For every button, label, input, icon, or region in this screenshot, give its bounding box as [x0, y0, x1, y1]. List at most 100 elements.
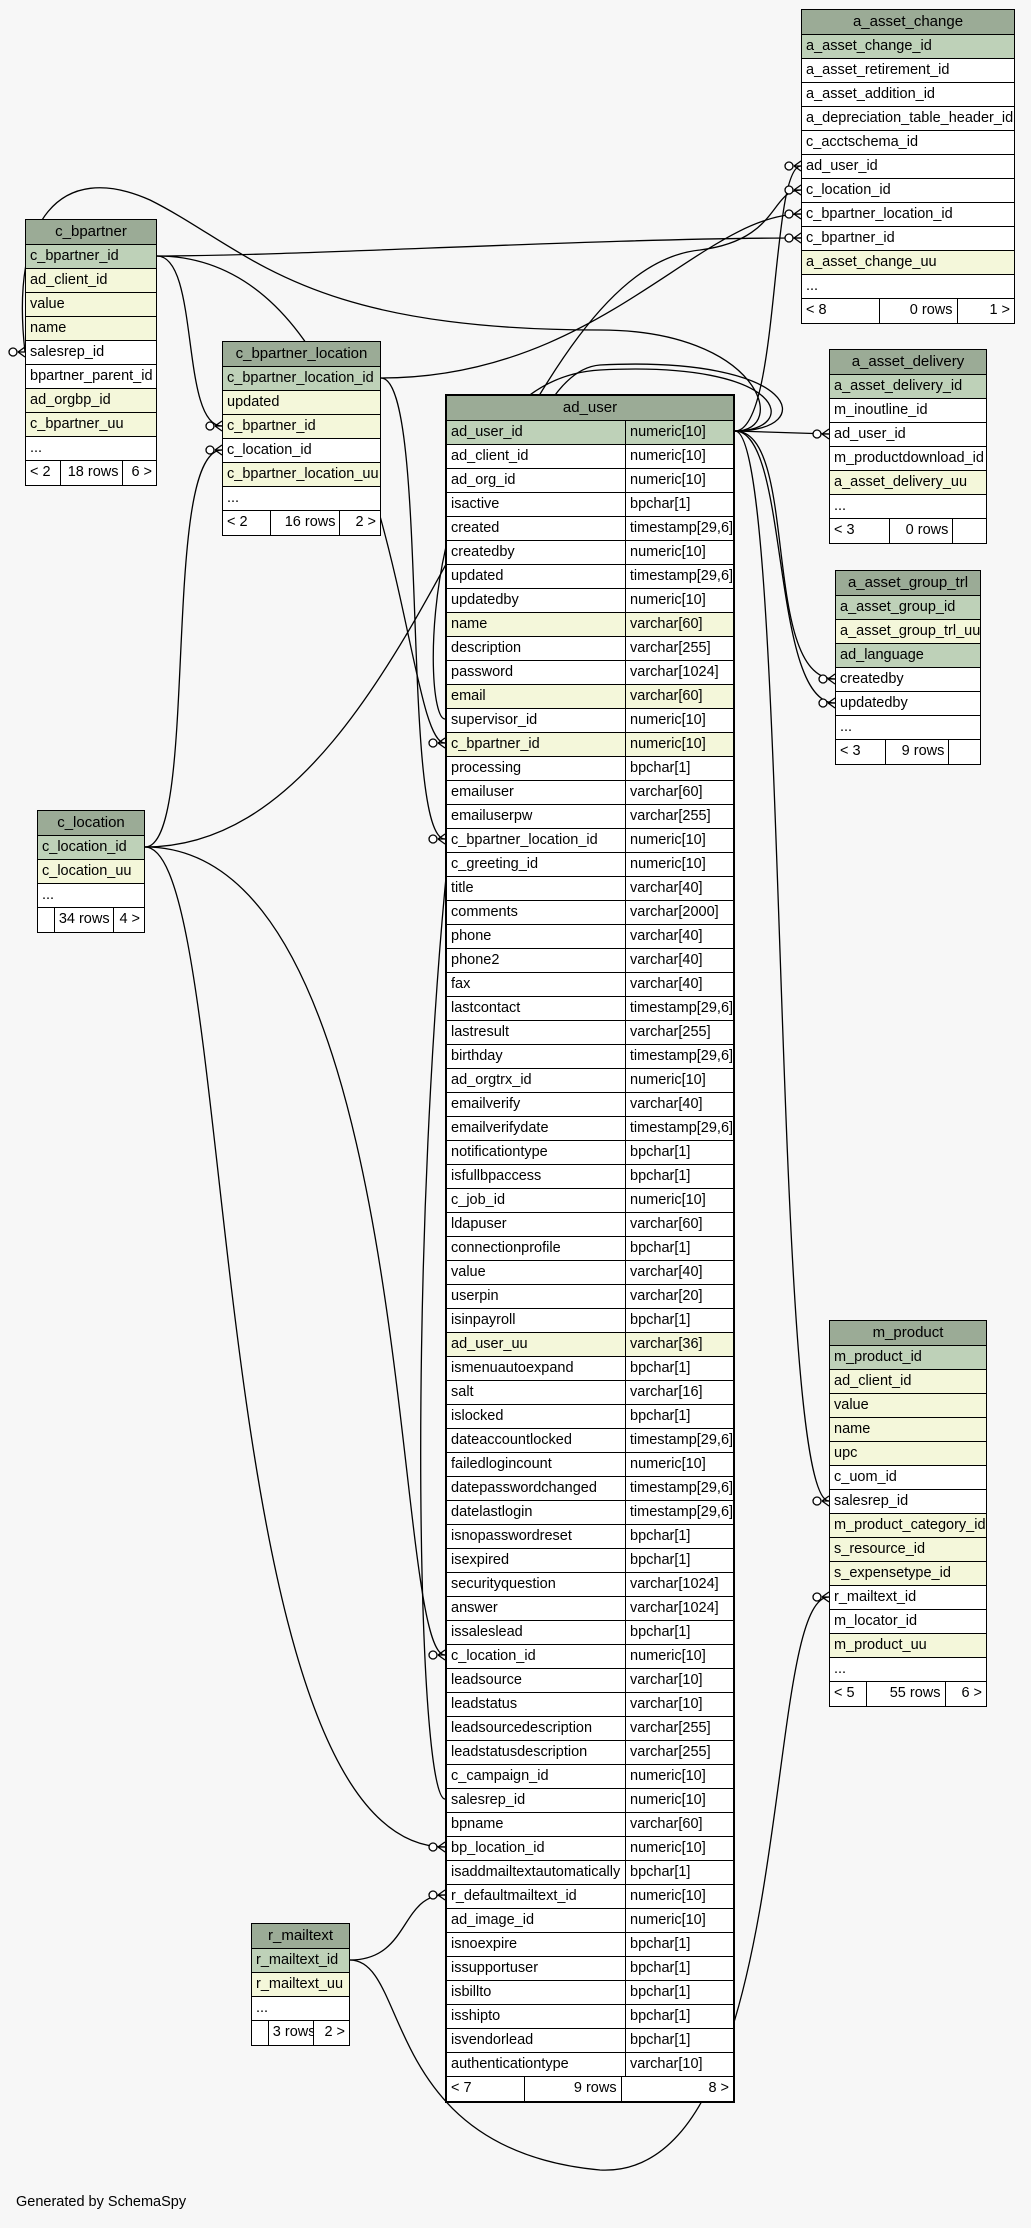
table-row[interactable]: c_bpartner_location_id [223, 367, 380, 391]
table-row[interactable]: m_inoutline_id [830, 399, 986, 423]
table-row[interactable]: ... [26, 437, 156, 461]
table-row[interactable]: ... [223, 487, 380, 511]
table-row[interactable]: a_asset_group_id [836, 596, 980, 620]
table-title[interactable]: c_location [38, 811, 144, 836]
table-row[interactable]: ad_client_id [830, 1370, 986, 1394]
table-row[interactable]: ad_user_id [830, 423, 986, 447]
table-row[interactable]: ad_orgbp_id [26, 389, 156, 413]
table-row[interactable]: r_mailtext_id [830, 1586, 986, 1610]
table-row[interactable]: s_resource_id [830, 1538, 986, 1562]
table-row[interactable]: c_bpartner_location_uu [223, 463, 380, 487]
table-row[interactable]: a_asset_retirement_id [802, 59, 1014, 83]
table-row[interactable]: ... [830, 1658, 986, 1682]
table-title[interactable]: a_asset_group_trl [836, 571, 980, 596]
table-row[interactable]: a_depreciation_table_header_id [802, 107, 1014, 131]
table-title[interactable]: a_asset_delivery [830, 350, 986, 375]
table-row[interactable]: c_bpartner_id [26, 245, 156, 269]
table-row[interactable]: a_asset_change_uu [802, 251, 1014, 275]
table-row[interactable]: ... [836, 716, 980, 740]
table-row[interactable]: bpartner_parent_id [26, 365, 156, 389]
table-row[interactable]: value [26, 293, 156, 317]
table-row[interactable]: a_asset_group_trl_uu [836, 620, 980, 644]
table-title[interactable]: m_product [830, 1321, 986, 1346]
table-row[interactable]: updatedby [836, 692, 980, 716]
table-row[interactable]: c_location_id [223, 439, 380, 463]
table-row[interactable]: c_location_id [38, 836, 144, 860]
table-row[interactable]: ad_language [836, 644, 980, 668]
table-row[interactable]: m_product_uu [830, 1634, 986, 1658]
table-row[interactable]: name [26, 317, 156, 341]
table-row[interactable]: s_expensetype_id [830, 1562, 986, 1586]
table-row[interactable]: salesrep_id [26, 341, 156, 365]
table-row[interactable]: ... [252, 1997, 349, 2021]
table-row[interactable]: c_location_uu [38, 860, 144, 884]
table-row[interactable]: ... [830, 495, 986, 519]
table-title[interactable]: ad_user [447, 396, 733, 421]
table-row[interactable]: m_productdownload_id [830, 447, 986, 471]
table-row[interactable]: ... [38, 884, 144, 908]
table-title[interactable]: r_mailtext [252, 1924, 349, 1949]
table-row[interactable]: c_acctschema_id [802, 131, 1014, 155]
table-row[interactable]: m_product_category_id [830, 1514, 986, 1538]
table-row[interactable]: value [830, 1394, 986, 1418]
table-row[interactable]: r_mailtext_id [252, 1949, 349, 1973]
table-row[interactable]: name [830, 1418, 986, 1442]
table-row[interactable]: a_asset_addition_id [802, 83, 1014, 107]
